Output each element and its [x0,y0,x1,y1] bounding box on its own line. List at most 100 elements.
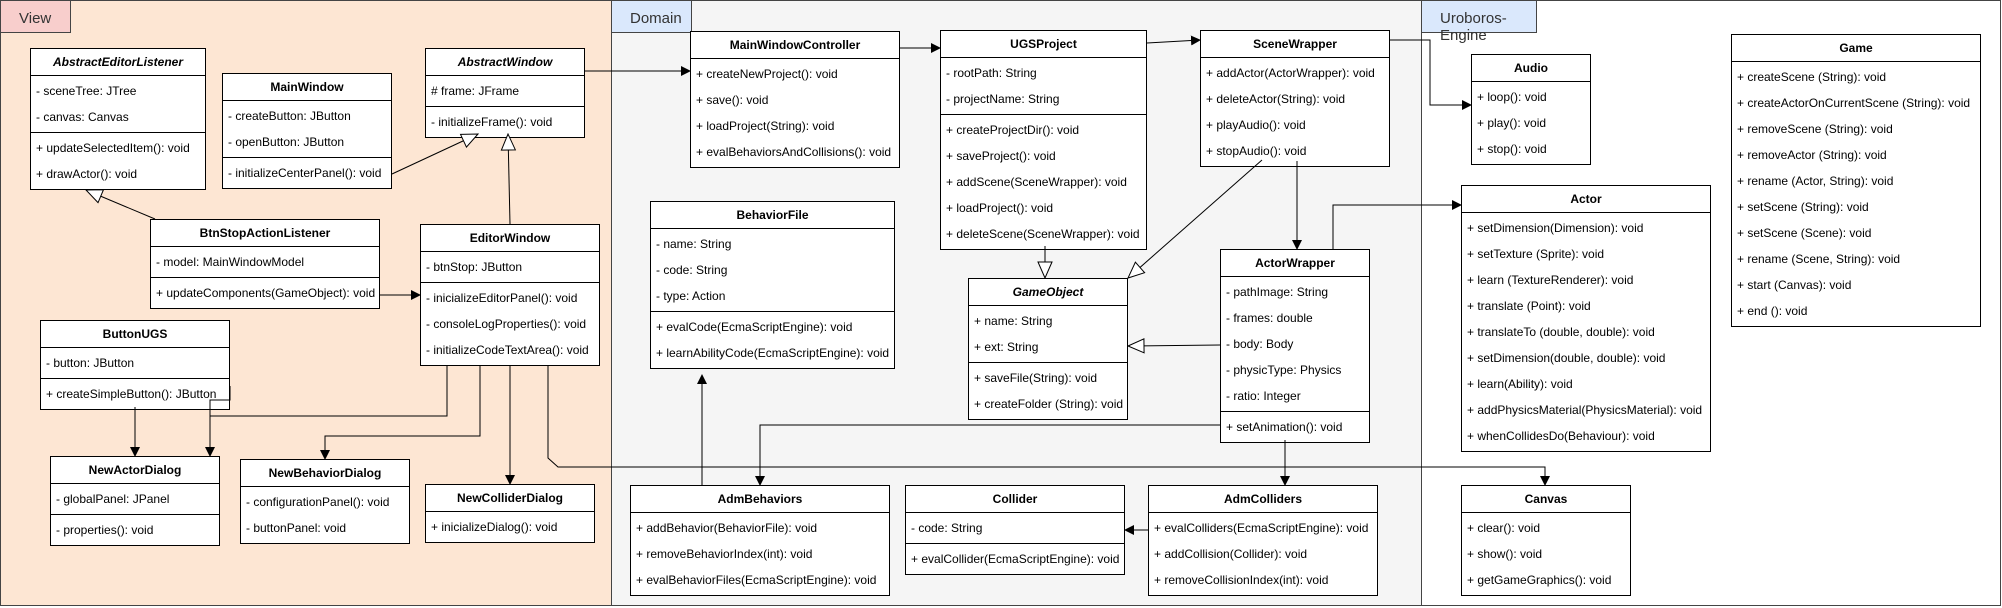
class-member: + deleteActor(String): void [1206,92,1346,106]
class-actor[interactable]: Actor + setDimension(Dimension): void + se… [1461,185,1711,452]
abstract-editor-listener-name: AbstractEditorListener [31,49,205,76]
main-window-controller-name: MainWindowController [691,32,899,59]
class-member: + evalColliders(EcmaScriptEngine): void [1154,521,1369,535]
abstract-editor-listener-members: - sceneTree: JTree- canvas: Canvas [31,76,205,133]
adm-colliders-name: AdmColliders [1149,486,1377,513]
class-member: - model: MainWindowModel [156,255,305,269]
new-actor-dialog-members: - globalPanel: JPanel [51,484,219,515]
class-member: - initializeCenterPanel(): void [228,166,382,180]
package-engine-tab: Uroboros-Engine [1422,1,1537,44]
class-member: + name: String [974,314,1053,328]
class-member: - sceneTree: JTree [36,84,137,98]
actor-name: Actor [1462,186,1710,213]
new-collider-dialog-members: + inicializeDialog(): void [426,512,594,542]
class-main-window[interactable]: MainWindow- createButton: JButton- openB… [222,73,392,189]
package-view-label: View [19,10,52,27]
class-member: + createSimpleButton(): JButton [46,387,217,401]
class-adm-colliders[interactable]: AdmColliders+ evalColliders(EcmaScriptEn… [1148,485,1378,596]
class-new-actor-dialog[interactable]: NewActorDialog- globalPanel: JPanel- pro… [50,456,220,546]
class-member: + createNewProject(): void [696,67,838,81]
adm-behaviors-members: + addBehavior(BehaviorFile): void+ remov… [631,513,889,595]
adm-colliders-members: + evalColliders(EcmaScriptEngine): void +… [1149,513,1377,595]
class-canvas[interactable]: Canvas + clear(): void + show(): void + get… [1461,485,1631,596]
scene-wrapper-name: SceneWrapper [1201,31,1389,58]
game-object-members: + name: String+ ext: String [969,306,1127,363]
class-scene-wrapper[interactable]: SceneWrapper+ addActor(ActorWrapper): vo… [1200,30,1390,167]
actor-wrapper-methods: + setAnimation(): void [1221,412,1369,442]
class-editor-window[interactable]: EditorWindow- btnStop: JButton- iniciali… [420,224,600,366]
class-member: + playAudio(): void [1206,118,1306,132]
class-member: + setDimension(double, double): void [1467,351,1666,365]
class-member: + deleteScene(SceneWrapper): void [946,227,1140,241]
class-member: - properties(): void [56,523,154,537]
class-game-object[interactable]: GameObject+ name: String+ ext: String+ s… [968,278,1128,420]
main-window-members: - createButton: JButton- openButton: JBu… [223,101,391,158]
btn-stop-action-listener-name: BtnStopActionListener [151,220,379,247]
class-member: - ratio: Integer [1226,389,1301,403]
class-member: + saveProject(): void [946,149,1056,163]
class-member: + removeBehaviorIndex(int): void [636,547,813,561]
package-engine-label: Uroboros-Engine [1440,10,1507,44]
class-member: + setScene (String): void [1737,200,1869,214]
button-ugs-members: - button: JButton [41,348,229,379]
collider-members: - code: String [906,513,1124,544]
class-member: + setTexture (Sprite): void [1467,247,1605,261]
canvas-name: Canvas [1462,486,1630,513]
package-view-tab: View [1,1,71,33]
class-collider[interactable]: Collider- code: String+ evalCollider(Ecm… [905,485,1125,575]
class-member: + loadProject(): void [946,201,1054,215]
class-new-behavior-dialog[interactable]: NewBehaviorDialog- configurationPanel():… [240,459,410,544]
class-member: + learn(Ability): void [1467,377,1573,391]
class-game[interactable]: Game+ createScene (String): void+ create… [1731,34,1981,327]
ugs-project-methods: + createProjectDir(): void + saveProject(… [941,115,1146,249]
class-member: + show(): void [1467,547,1543,561]
class-member: + removeCollisionIndex(int): void [1154,573,1329,587]
class-member: + rename (Scene, String): void [1737,252,1901,266]
class-member: + getGameGraphics(): void [1467,573,1612,587]
class-main-window-controller[interactable]: MainWindowController+ createNewProject()… [690,31,900,168]
class-member: + loadProject(String): void [696,119,835,133]
class-member: + end (): void [1737,304,1808,318]
class-member: - openButton: JButton [228,135,345,149]
class-member: + createScene (String): void [1737,70,1887,84]
class-member: - name: String [656,237,732,251]
class-member: - body: Body [1226,337,1294,351]
class-member: - pathImage: String [1226,285,1329,299]
class-button-ugs[interactable]: ButtonUGS- button: JButton+ createSimple… [40,320,230,410]
package-domain-label: Domain [630,10,682,27]
class-member: + stopAudio(): void [1206,144,1307,158]
class-member: - buttonPanel: void [246,521,347,535]
class-member: + updateComponents(GameObject): void [156,286,376,300]
class-member: + createFolder (String): void [974,397,1124,411]
class-adm-behaviors[interactable]: AdmBehaviors+ addBehavior(BehaviorFile):… [630,485,890,596]
class-member: + learn (TextureRenderer): void [1467,273,1634,287]
class-member: + setAnimation(): void [1226,420,1343,434]
class-member: + stop(): void [1477,142,1547,156]
main-window-controller-members: + createNewProject(): void+ save(): void… [691,59,899,167]
class-member: + setDimension(Dimension): void [1467,221,1644,235]
class-member: + createProjectDir(): void [946,123,1080,137]
class-behavior-file[interactable]: BehaviorFile- name: String- code: String… [650,201,895,369]
collider-name: Collider [906,486,1124,513]
main-window-methods: - initializeCenterPanel(): void [223,158,391,188]
audio-name: Audio [1472,55,1590,82]
editor-window-members: - btnStop: JButton [421,252,599,283]
class-member: + clear(): void [1467,521,1541,535]
class-audio[interactable]: Audio+ loop(): void+ play(): void+ stop(… [1471,54,1591,165]
abstract-window-name: AbstractWindow [426,49,584,76]
class-member: - inicializeEditorPanel(): void [426,291,578,305]
audio-members: + loop(): void+ play(): void+ stop(): vo… [1472,82,1590,164]
class-btn-stop-action-listener[interactable]: BtnStopActionListener - model: MainWindow… [150,219,380,309]
class-member: + play(): void [1477,116,1547,130]
collider-methods: + evalCollider(EcmaScriptEngine): void [906,544,1124,574]
class-abstract-editor-listener[interactable]: AbstractEditorListener- sceneTree: JTree… [30,48,206,190]
new-collider-dialog-name: NewColliderDialog [426,485,594,512]
class-member: + updateSelectedItem(): void [36,141,190,155]
behavior-file-name: BehaviorFile [651,202,894,229]
class-member: + addScene(SceneWrapper): void [946,175,1127,189]
class-new-collider-dialog[interactable]: NewColliderDialog+ inicializeDialog(): v… [425,484,595,543]
class-abstract-window[interactable]: AbstractWindow# frame: JFrame- initializ… [425,48,585,138]
class-member: + evalBehaviorsAndCollisions(): void [696,145,892,159]
class-actor-wrapper[interactable]: ActorWrapper- pathImage: String- frames:… [1220,249,1370,443]
class-ugs-project[interactable]: UGSProject- rootPath: String- projectNam… [940,30,1147,250]
